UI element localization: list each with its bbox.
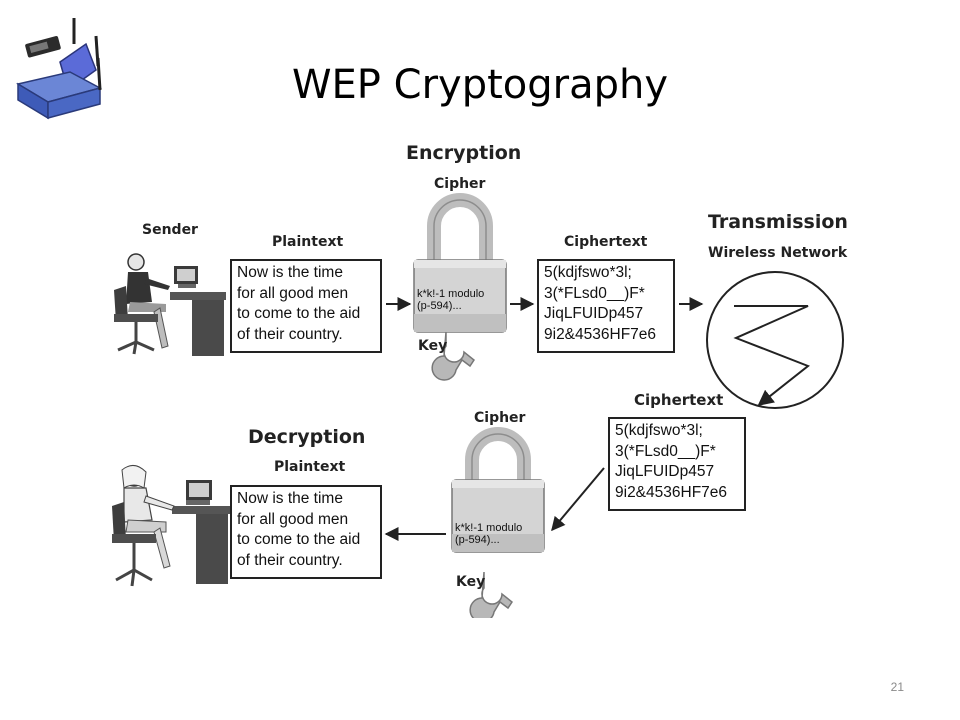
wireless-network-label: Wireless Network (708, 245, 848, 261)
plaintext-label-top: Plaintext (272, 234, 344, 250)
decryption-heading: Decryption (248, 426, 366, 448)
padlock-bottom-icon (451, 427, 545, 618)
ciphertext-label-top: Ciphertext (564, 234, 648, 250)
plaintext-label-bottom: Plaintext (274, 459, 346, 475)
transmission-heading: Transmission (708, 211, 848, 233)
cipher-label-bottom: Cipher (474, 410, 526, 426)
receiver-person-illustration (112, 465, 230, 587)
encryption-heading: Encryption (406, 142, 522, 164)
plaintext-box-bottom: Now is the time for all good men to come… (230, 485, 382, 579)
plaintext-box-top: Now is the time for all good men to come… (230, 259, 382, 353)
wireless-network-icon (706, 271, 844, 409)
key-label-top: Key (418, 338, 448, 354)
ciphertext-label-bottom: Ciphertext (634, 391, 724, 409)
key-text-top: k*k!-1 modulo (p-594)... (417, 288, 485, 312)
key-text-bottom: k*k!-1 modulo (p-594)... (455, 522, 523, 546)
cipher-label-top: Cipher (434, 176, 486, 192)
slide-title: WEP Cryptography (291, 62, 668, 108)
page-number: 21 (890, 680, 904, 694)
key-label-bottom: Key (456, 574, 486, 590)
wireless-router-icon (16, 18, 103, 120)
ciphertext-box-top: 5(kdjfswo*3l; 3(*FLsd0__)F* JiqLFUIDp457… (537, 259, 675, 353)
ciphertext-box-bottom: 5(kdjfswo*3l; 3(*FLsd0__)F* JiqLFUIDp457… (608, 417, 746, 511)
sender-label: Sender (142, 222, 198, 238)
padlock-top-icon (413, 193, 507, 381)
sender-person-illustration (114, 253, 226, 356)
